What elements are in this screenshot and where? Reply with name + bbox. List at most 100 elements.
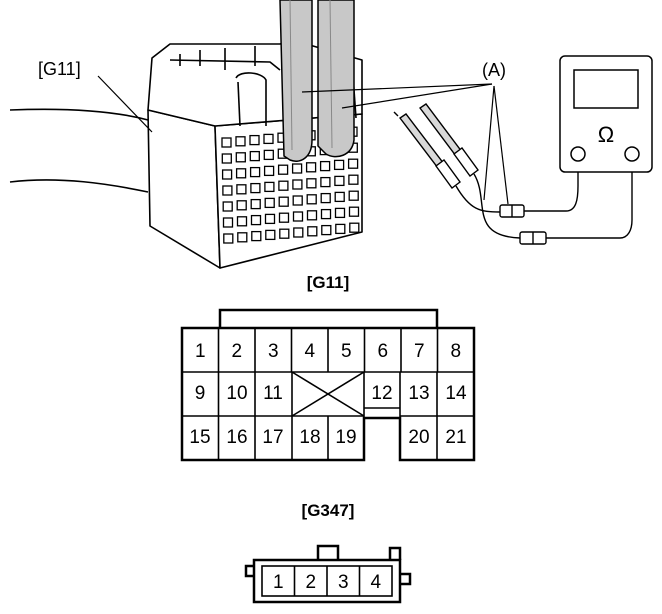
connector-cavity <box>277 164 289 175</box>
connector-cavity <box>306 210 318 221</box>
connector-cavity <box>348 190 359 201</box>
g347-pin-label: 4 <box>370 572 381 593</box>
connector-cavity <box>222 217 234 228</box>
g11-pin-label: 21 <box>445 427 466 448</box>
connector-cavity <box>237 232 248 243</box>
g11-pin-label: 11 <box>263 383 283 404</box>
g347-pin-label: 1 <box>273 572 284 593</box>
connector-cavity <box>319 160 331 172</box>
connector-cavity <box>321 224 332 236</box>
connector-cavity <box>278 196 289 207</box>
g11-pin-label: 15 <box>189 427 210 448</box>
connector-cavity <box>222 201 233 212</box>
cross-blank-icon <box>291 371 365 417</box>
connector-cavity <box>250 198 261 210</box>
connector-cavity <box>334 175 345 187</box>
test-probe-icon <box>393 103 633 245</box>
connector-cavity <box>250 214 262 226</box>
connector-cavity <box>264 197 275 209</box>
g11-pin-label: 7 <box>414 341 425 362</box>
connector-cavity <box>221 137 232 148</box>
connector-cavity <box>333 159 345 171</box>
connector-cavity <box>221 169 233 180</box>
g11-pin-label: 13 <box>408 383 429 404</box>
g347-face-title: [G347] <box>302 501 355 520</box>
connector-cavity <box>250 182 261 194</box>
probe-callout-label: (A) <box>482 60 506 80</box>
g11-pin-label: 3 <box>268 341 279 362</box>
connector-cavity <box>236 216 248 227</box>
connector-cavity <box>235 136 246 147</box>
connector-cavity <box>221 153 232 164</box>
connector-cavity <box>263 133 274 145</box>
g11-pin-label: 6 <box>377 341 388 362</box>
connector-callout-line <box>97 75 153 133</box>
ohmmeter-icon <box>559 55 653 173</box>
connector-cavity <box>307 226 318 237</box>
connector-cavity <box>265 229 276 241</box>
g11-pin-grid <box>182 328 474 460</box>
probe-callout-lines <box>301 83 509 205</box>
connector-cavity <box>292 195 303 206</box>
g11-pin-label: 18 <box>299 427 320 448</box>
g11-pin-label: 9 <box>195 383 206 404</box>
connector-cavity <box>236 184 247 195</box>
connector-cavity <box>263 165 275 177</box>
connector-cavity <box>249 166 261 178</box>
connector-cavity <box>306 178 317 189</box>
connector-cavity <box>263 149 274 161</box>
connector-cavity <box>279 228 290 239</box>
connector-cavity <box>305 162 317 173</box>
ohm-symbol: Ω <box>598 122 614 147</box>
connector-cavity <box>347 158 359 169</box>
g11-pin-label: 10 <box>226 383 247 404</box>
connector-cavity <box>306 194 317 205</box>
connector-cavity <box>278 180 289 191</box>
connector-cavity <box>291 163 303 174</box>
connector-cavity <box>335 223 346 235</box>
connector-cavity <box>264 181 275 193</box>
connector-cavity <box>348 206 360 217</box>
connector-cavity <box>251 230 262 242</box>
connector-cavity <box>292 179 303 190</box>
g347-pin-label: 2 <box>305 572 316 593</box>
connector-cavity <box>249 134 260 146</box>
connector-cavity <box>222 185 233 196</box>
connector-cavity <box>249 150 260 162</box>
connector-cavity <box>334 207 346 219</box>
connector-cavity <box>320 192 331 204</box>
g11-pin-label: 2 <box>231 341 242 362</box>
connector-cavity <box>292 211 304 222</box>
g11-pin-label: 20 <box>408 427 429 448</box>
connector-front-face <box>147 109 221 269</box>
connector-cavity <box>264 213 276 225</box>
g11-pin-label: 19 <box>335 427 356 448</box>
connector-cavity <box>223 233 234 244</box>
connector-cavity <box>235 168 247 179</box>
connector-cavity <box>293 227 304 238</box>
connector-callout-label: [G11] <box>38 59 81 79</box>
g11-pin-label: 17 <box>262 427 283 448</box>
g11-pin-label: 12 <box>371 383 392 404</box>
g347-pin-label: 3 <box>338 572 349 593</box>
connector-cavity <box>334 191 345 203</box>
g11-pin-label: 8 <box>450 341 461 362</box>
connector-cavity <box>349 222 360 233</box>
g11-pin-label: 1 <box>195 341 206 362</box>
connector-cavity <box>320 208 332 220</box>
connector-cavity <box>235 152 246 163</box>
g11-pin-label: 5 <box>341 341 352 362</box>
harness-wire-upper <box>9 108 149 121</box>
connector-cavity <box>320 176 331 188</box>
g11-face-title: [G11] <box>307 273 350 292</box>
g347-pin-grid <box>261 565 393 597</box>
connector-cavity <box>236 200 247 211</box>
harness-wire-lower <box>9 179 149 193</box>
g347-connector-face <box>244 544 412 604</box>
connector-cavity <box>278 212 290 223</box>
g11-pin-label: 4 <box>304 341 315 362</box>
g11-pin-label: 16 <box>226 427 247 448</box>
